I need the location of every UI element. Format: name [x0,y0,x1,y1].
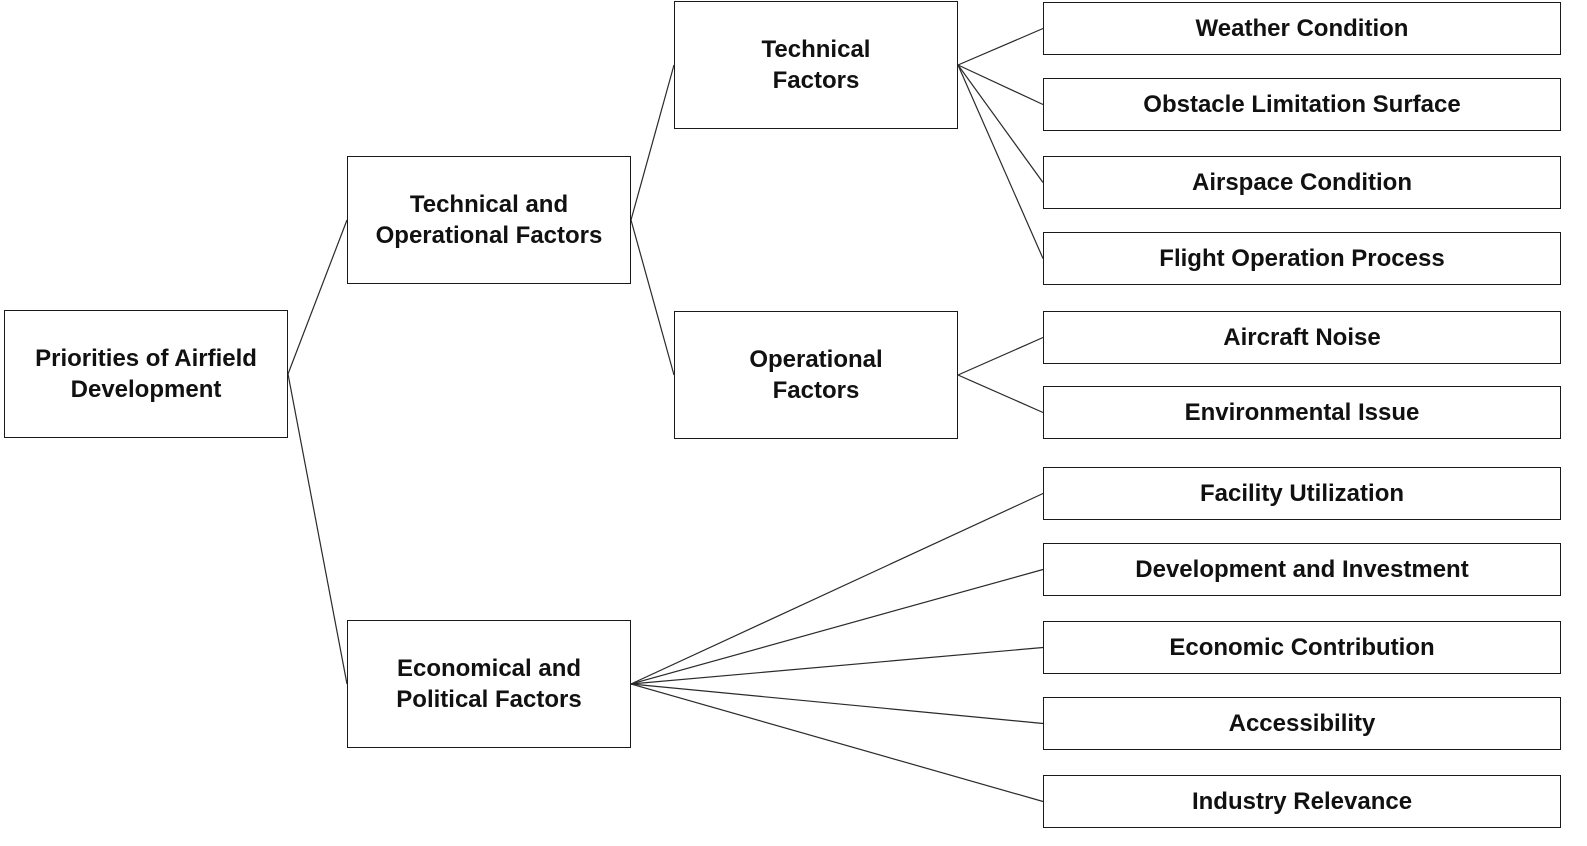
connector-technical-to-obstacle [957,64,1044,106]
connector-econ_pol-to-econ_contrib [630,646,1044,685]
leaf-obstacle-limitation-surface: Obstacle Limitation Surface [1043,78,1561,131]
leaf-industry-relevance: Industry Relevance [1043,775,1561,828]
node-technical-factors: Technical Factors [674,1,958,129]
node-label: Technical Factors [761,36,871,94]
leaf-label: Environmental Issue [1184,399,1420,426]
leaf-label: Airspace Condition [1191,169,1413,196]
node-label: Economical and Political Factors [396,655,582,713]
root-node-priorities-of-airfield-development: Priorities of Airfield Development [4,310,288,438]
leaf-label: Weather Condition [1195,15,1409,42]
connector-tech_op-to-operational [630,219,675,376]
leaf-weather-condition: Weather Condition [1043,2,1561,55]
leaf-flight-operation-process: Flight Operation Process [1043,232,1561,285]
leaf-label: Facility Utilization [1199,480,1405,507]
connector-operational-to-env [957,374,1044,414]
leaf-label: Development and Investment [1135,556,1469,583]
connector-tech_op-to-technical [630,64,675,221]
node-technical-and-operational-factors: Technical and Operational Factors [347,156,631,284]
node-economical-and-political-factors: Economical and Political Factors [347,620,631,748]
connector-econ_pol-to-industry [630,683,1044,803]
root-node-label: Priorities of Airfield Development [35,345,257,403]
leaf-development-and-investment: Development and Investment [1043,543,1561,596]
leaf-label: Accessibility [1228,710,1376,737]
connector-technical-to-flight_op [957,64,1044,259]
node-label: Operational Factors [749,346,883,404]
leaf-label: Obstacle Limitation Surface [1143,91,1461,118]
connector-technical-to-weather [957,27,1044,66]
leaf-label: Economic Contribution [1169,634,1435,661]
leaf-label: Aircraft Noise [1223,324,1381,351]
leaf-label: Flight Operation Process [1159,245,1445,272]
connector-econ_pol-to-dev_inv [630,568,1044,685]
connector-operational-to-noise [957,336,1044,376]
leaf-environmental-issue: Environmental Issue [1043,386,1561,439]
connector-root-to-tech_op [287,219,348,375]
leaf-facility-utilization: Facility Utilization [1043,467,1561,520]
node-operational-factors: Operational Factors [674,311,958,439]
node-label: Technical and Operational Factors [375,191,603,249]
connector-econ_pol-to-access [630,683,1044,725]
leaf-economic-contribution: Economic Contribution [1043,621,1561,674]
leaf-airspace-condition: Airspace Condition [1043,156,1561,209]
connector-technical-to-airspace [957,64,1044,183]
connector-econ_pol-to-facility [630,492,1044,685]
leaf-aircraft-noise: Aircraft Noise [1043,311,1561,364]
connector-root-to-econ_pol [287,373,348,685]
leaf-label: Industry Relevance [1191,788,1413,815]
leaf-accessibility: Accessibility [1043,697,1561,750]
